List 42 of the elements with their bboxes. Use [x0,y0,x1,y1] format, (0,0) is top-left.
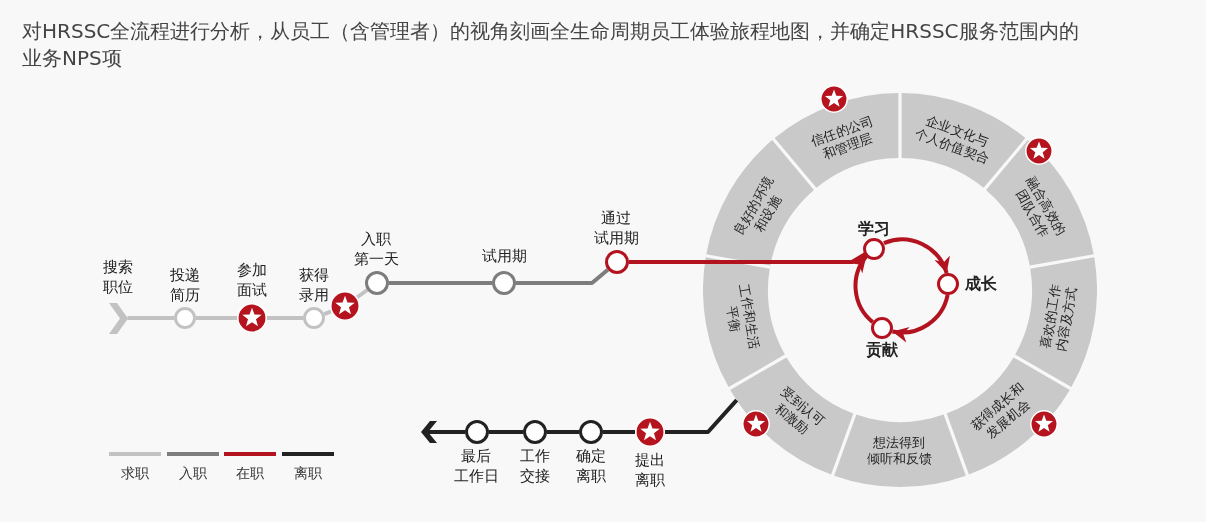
segment-label: 工作和生活平衡 [723,282,763,352]
cycle-arrow [850,254,875,324]
route-line [489,430,523,434]
cycle-label: 贡献 [865,339,898,360]
segment-label: 受到认可和激励 [770,383,828,440]
segment-label: 想法得到倾听和反馈 [866,435,933,467]
legend-label: 求职 [121,464,149,482]
legend-label: 在职 [236,464,264,482]
route-line [267,316,303,320]
station-label: 获得录用 [298,265,330,305]
route-line [629,252,866,264]
route-line [323,309,332,316]
station-label: 搜索职位 [102,256,134,297]
route-line [196,316,237,320]
station-label: 入职第一天 [353,229,400,269]
route-line [516,268,610,285]
segment-label: 获得成长和发展机会 [967,379,1035,444]
segment-label: 良好的环境和设施 [730,172,785,240]
route-line [389,281,492,285]
cycle-arrow [892,294,950,342]
route-line [127,316,174,320]
title: 对HRSSC全流程进行分析，从员工（含管理者）的视角刻画全生命周期员工体验旅程地图，并确定HRSSC服务范围内的业务NPS项 [22,18,1080,72]
station-label: 工作交接 [519,446,551,486]
station-label: 提出离职 [634,450,666,490]
legend-label: 入职 [178,464,207,482]
cycle-arrow [883,237,949,274]
cycle-label: 成长 [965,273,998,294]
station-label: 试用期 [481,246,527,266]
station-label: 确定离职 [575,446,607,486]
segment-label: 信任的公司和管理层 [808,112,877,164]
route-line [356,288,369,299]
station-label: 参加面试 [236,260,268,300]
station-label: 最后工作日 [453,446,500,486]
segment-label: 融合高效的团队合作 [1012,172,1070,242]
route-line [547,430,579,434]
route-line [603,430,635,434]
segment-label: 喜欢的工作内容及方式 [1037,282,1080,354]
station-label: 通过试用期 [593,208,640,248]
segment-label: 企业文化与个人价值契合 [912,111,993,168]
station-label: 投递简历 [169,265,201,305]
legend-label: 离职 [293,464,322,482]
cycle-label: 学习 [858,218,891,239]
